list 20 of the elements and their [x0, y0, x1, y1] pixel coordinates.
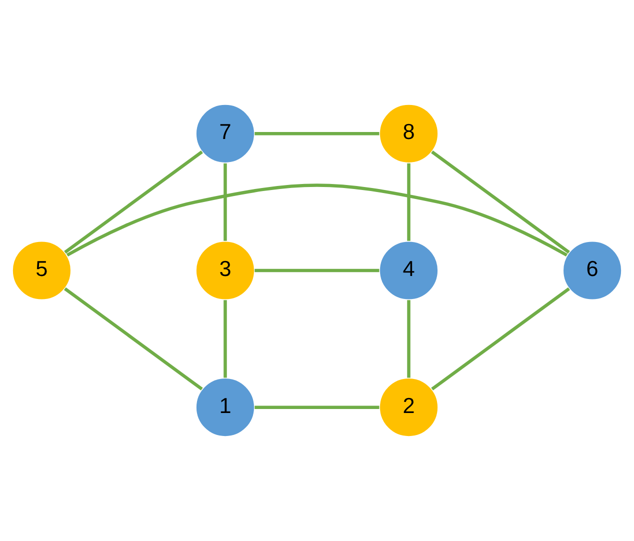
connector: [407, 163, 410, 241]
node-circle: 2: [378, 377, 439, 438]
node-circle: 1: [195, 377, 256, 438]
connector: [224, 163, 227, 241]
connector: [64, 287, 203, 390]
connector: [64, 150, 203, 254]
connector: [254, 132, 380, 136]
node-circle: 6: [562, 240, 622, 300]
connector: [66, 184, 568, 257]
node-circle: 7: [195, 104, 256, 164]
connector: [254, 406, 380, 409]
node-circle: 8: [378, 104, 439, 164]
node-circle: 3: [195, 240, 256, 300]
connector: [431, 287, 570, 390]
connector: [431, 150, 570, 254]
connector: [224, 300, 227, 378]
connector: [254, 268, 380, 272]
node-circle: 5: [12, 240, 72, 300]
node-circle: 4: [378, 240, 439, 300]
connector: [407, 300, 410, 378]
